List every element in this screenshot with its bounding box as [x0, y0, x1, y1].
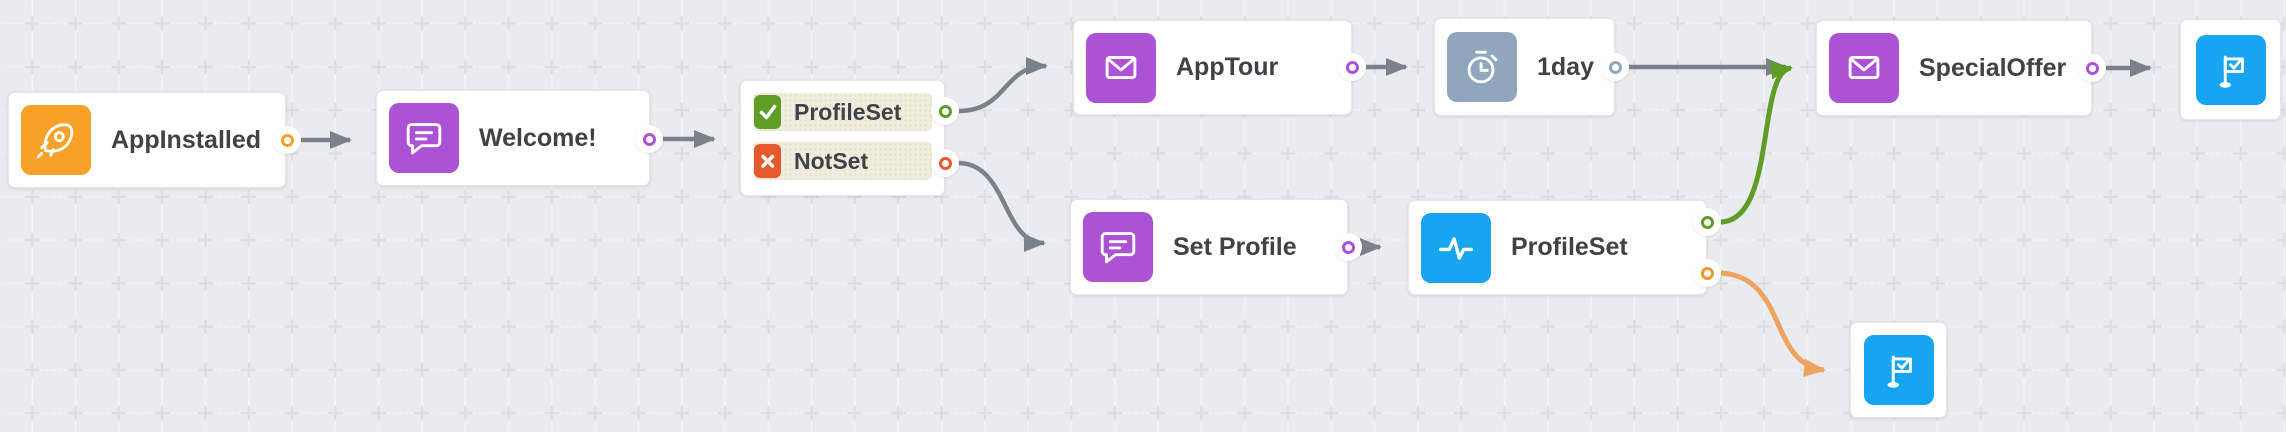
- node-special-offer[interactable]: SpecialOffer: [1816, 20, 2092, 116]
- node-set-profile[interactable]: Set Profile: [1070, 199, 1348, 295]
- output-port-branch-yes[interactable]: [931, 97, 959, 125]
- check-icon: [754, 95, 781, 129]
- node-goal-bottom[interactable]: [1850, 322, 1947, 418]
- output-port-app-tour[interactable]: [1338, 53, 1366, 81]
- node-welcome[interactable]: Welcome!: [376, 90, 650, 186]
- connector-profileset-no-goal: [1719, 270, 1826, 377]
- email-icon: [1829, 33, 1899, 103]
- branch-label: ProfileSet: [794, 98, 902, 125]
- output-port-profile-set-no[interactable]: [1693, 259, 1721, 287]
- branch-profileset[interactable]: ProfileSet: [753, 93, 932, 131]
- node-app-installed[interactable]: AppInstalled: [8, 92, 286, 188]
- chat-icon: [1083, 212, 1153, 282]
- output-port-delay[interactable]: [1601, 53, 1629, 81]
- email-icon: [1086, 32, 1156, 103]
- connector-profileset-yes-specialoffer: [1719, 61, 1793, 225]
- connector-profileset-apptour: [957, 57, 1048, 114]
- node-label: Set Profile: [1173, 232, 1297, 261]
- output-port-welcome[interactable]: [635, 125, 663, 153]
- node-delay-1day[interactable]: 1day: [1434, 18, 1615, 116]
- flag-icon: [1863, 335, 1934, 405]
- node-label: Welcome!: [479, 123, 597, 152]
- rocket-icon: [21, 105, 91, 175]
- cross-icon: [754, 144, 781, 178]
- node-label: 1day: [1537, 52, 1594, 81]
- branch-notset[interactable]: NotSet: [753, 142, 932, 180]
- node-label: ProfileSet: [1511, 233, 1628, 261]
- node-label: SpecialOffer: [1919, 53, 2067, 82]
- output-port-branch-no[interactable]: [931, 149, 959, 177]
- output-port-app-installed[interactable]: [273, 126, 301, 154]
- node-goal-top[interactable]: [2180, 19, 2281, 120]
- node-condition[interactable]: ProfileSet NotSet: [740, 80, 945, 196]
- node-label: AppInstalled: [111, 125, 262, 154]
- node-label: AppTour: [1176, 53, 1279, 81]
- branch-label: NotSet: [794, 147, 869, 174]
- node-app-tour[interactable]: AppTour: [1073, 20, 1352, 115]
- pulse-icon: [1421, 212, 1491, 283]
- connector-notset-setprofile: [957, 160, 1046, 252]
- output-port-profile-set-yes[interactable]: [1693, 208, 1721, 236]
- output-port-special-offer[interactable]: [2078, 54, 2106, 82]
- timer-icon: [1447, 32, 1517, 102]
- output-port-set-profile[interactable]: [1334, 233, 1362, 261]
- node-profile-set[interactable]: ProfileSet: [1408, 200, 1707, 295]
- chat-icon: [389, 103, 459, 173]
- flag-icon: [2195, 34, 2266, 105]
